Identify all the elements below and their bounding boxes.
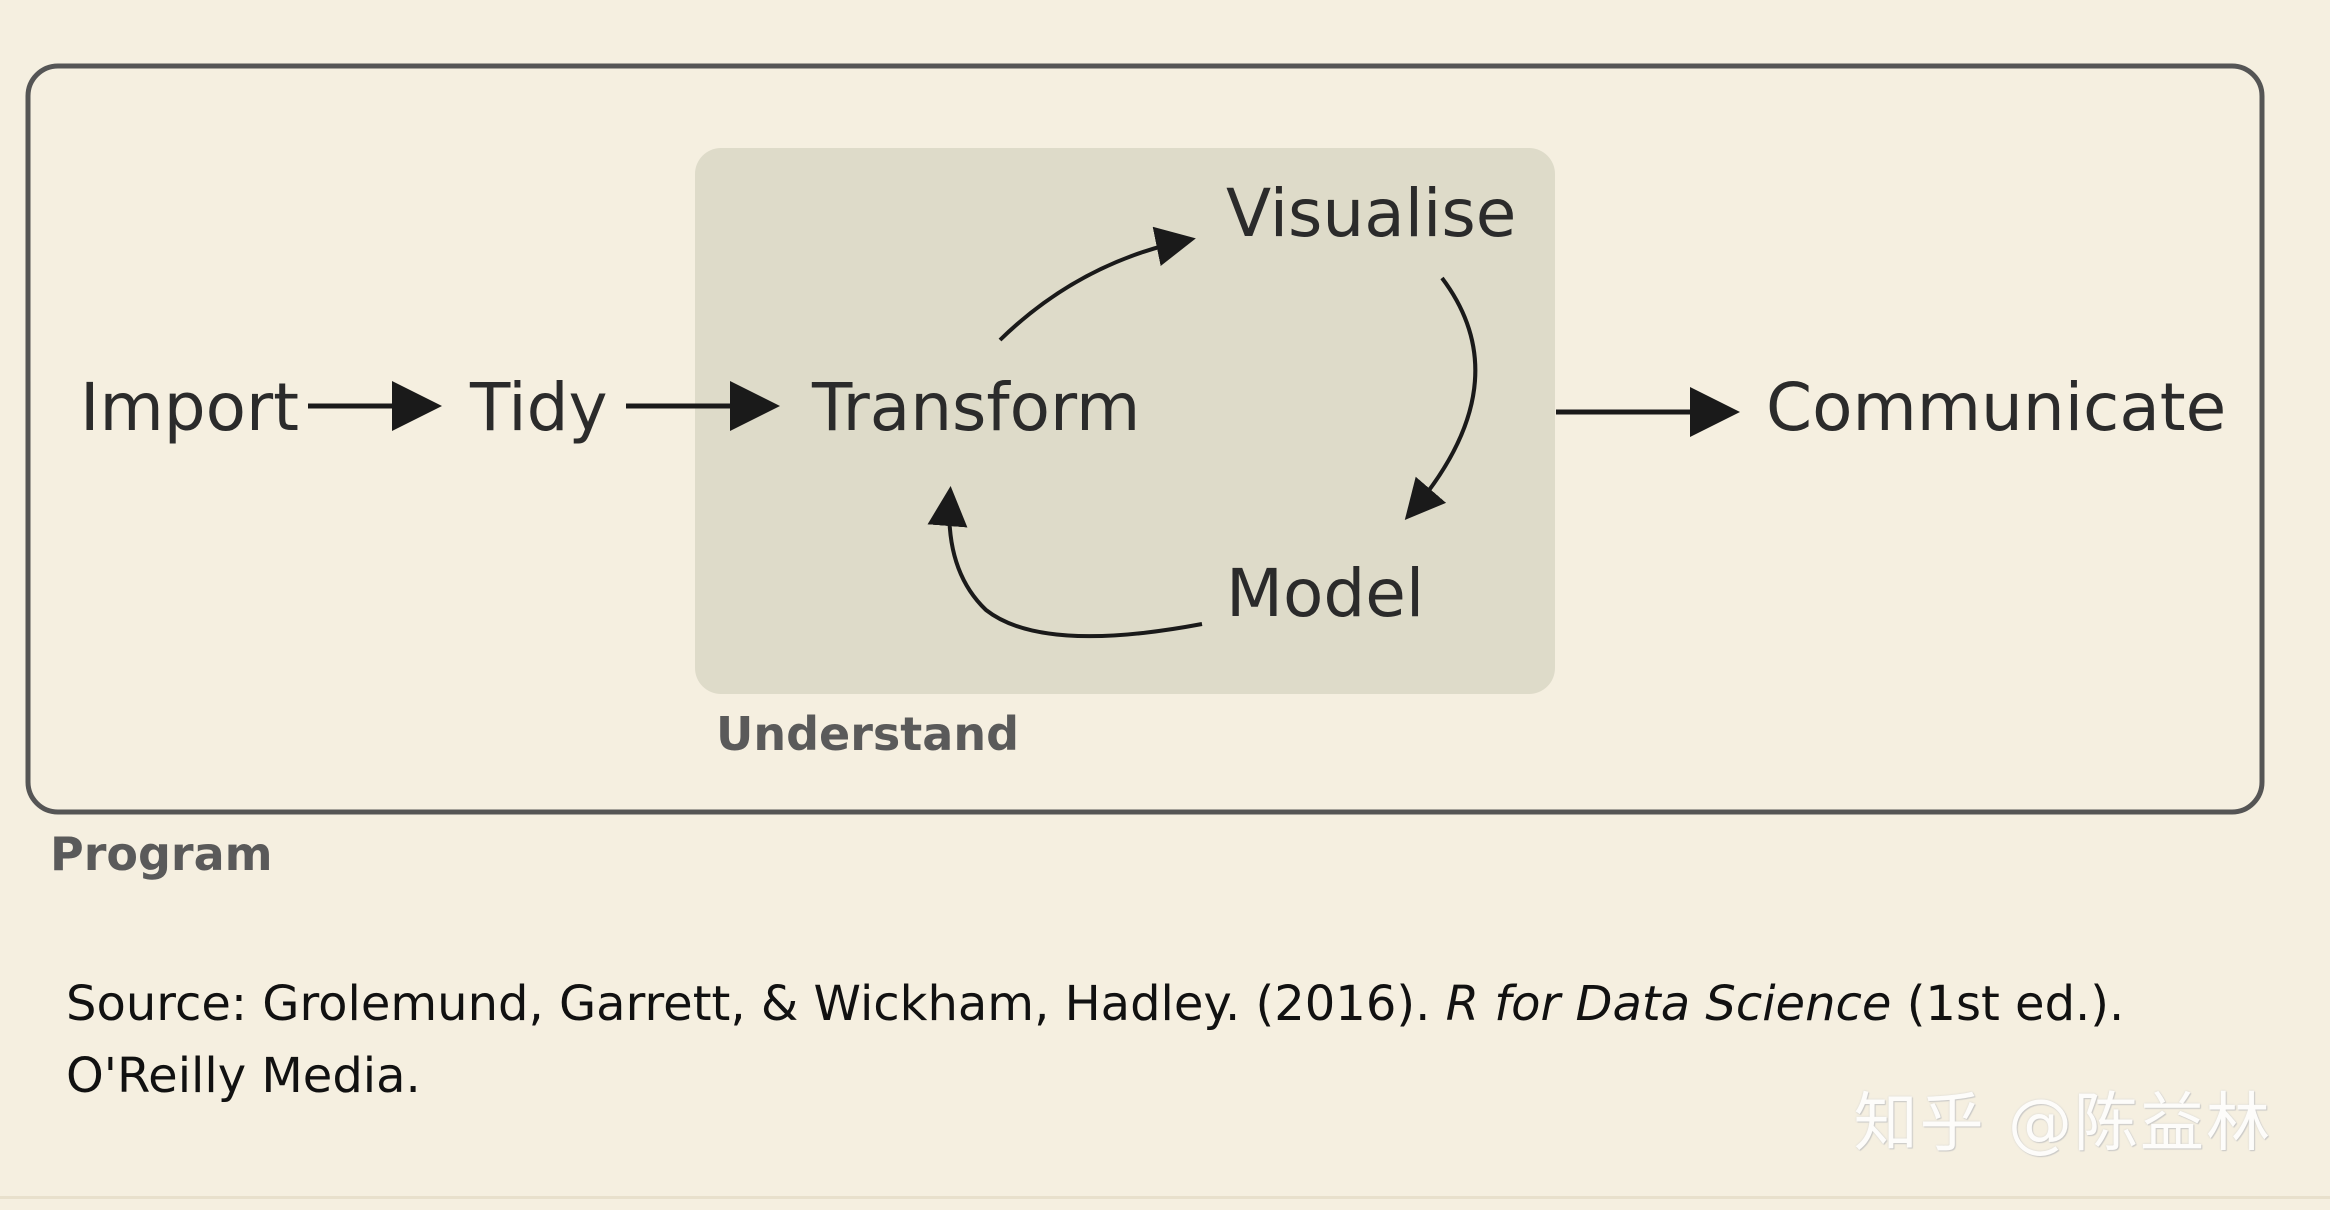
node-visualise: Visualise: [1226, 175, 1516, 252]
caption-suffix: (1st ed.).: [1891, 976, 2125, 1032]
source-caption: Source: Grolemund, Garrett, & Wickham, H…: [66, 968, 2124, 1112]
bottom-divider: [0, 1196, 2330, 1199]
node-tidy: Tidy: [469, 369, 608, 446]
node-import: Import: [80, 369, 299, 446]
caption-line-2: O'Reilly Media.: [66, 1048, 421, 1104]
arrow-model-to-transform: [927, 486, 1203, 639]
group-label-understand: Understand: [716, 707, 1019, 761]
node-transform: Transform: [811, 369, 1140, 446]
program-box: [25, 63, 2265, 815]
caption-book-title: R for Data Science: [1445, 976, 1892, 1032]
zhihu-watermark: 知乎 @陈益林: [1853, 1087, 2272, 1161]
caption-prefix: Source: Grolemund, Garrett, & Wickham, H…: [66, 976, 1446, 1032]
understand-box: [695, 148, 1555, 694]
node-communicate: Communicate: [1766, 369, 2226, 446]
arrow-visualise-to-model: [1404, 276, 1478, 521]
arrow-transform-to-visualise: [998, 226, 1196, 342]
caption-line-1: Source: Grolemund, Garrett, & Wickham, H…: [66, 968, 2124, 1040]
node-model: Model: [1226, 555, 1424, 632]
data-science-workflow-diagram: Import Tidy Transform Visualise Model Co…: [25, 63, 2265, 881]
group-label-program: Program: [50, 827, 273, 881]
